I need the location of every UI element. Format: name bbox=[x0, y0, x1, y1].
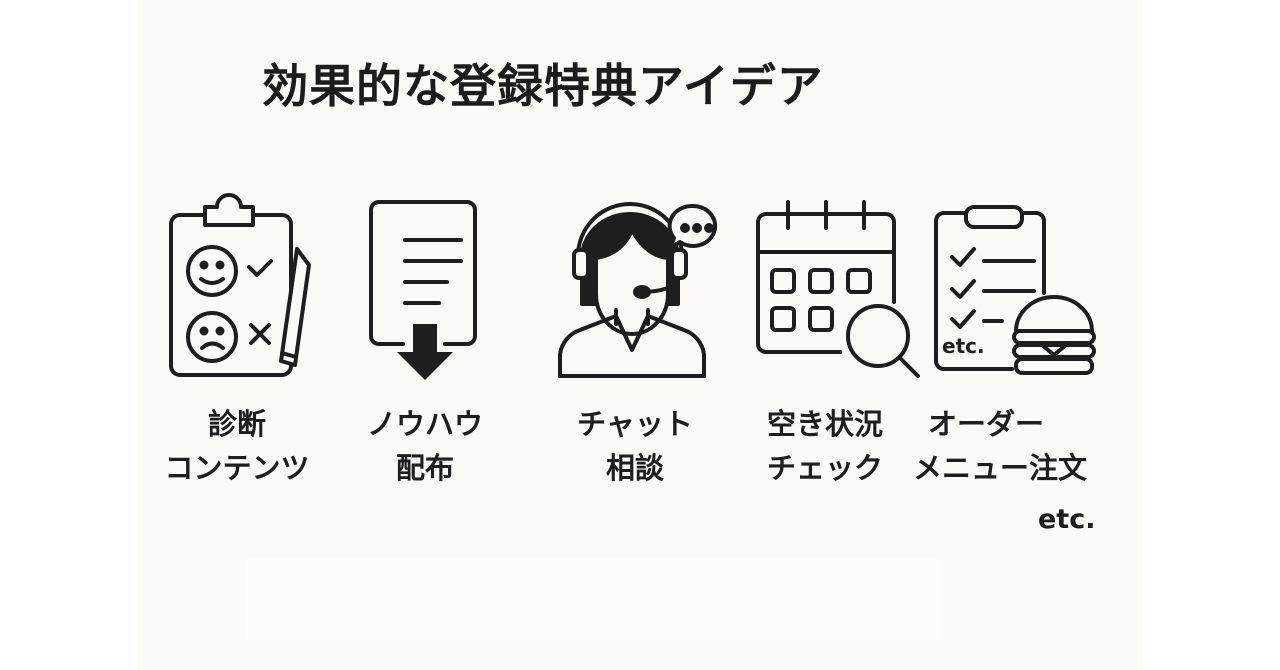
label-line1: 空き状況 bbox=[766, 407, 883, 441]
label-line2: メニュー注文 bbox=[912, 451, 1087, 485]
support-agent-chat-icon bbox=[552, 184, 732, 384]
label-line1: 診断 bbox=[207, 407, 266, 441]
etc-footnote: etc. bbox=[1038, 504, 1096, 535]
label-line1: オーダー bbox=[928, 407, 1045, 441]
label-line2: 配布 bbox=[395, 451, 454, 485]
document-download-icon bbox=[365, 196, 485, 386]
label-line1: チャット bbox=[577, 407, 693, 441]
order-checklist-burger-icon: etc. bbox=[932, 203, 1102, 383]
label-line1: ノウハウ bbox=[366, 407, 483, 441]
icon-etc-text: etc. bbox=[942, 334, 985, 358]
label-line2: チェック bbox=[766, 451, 883, 485]
faint-background-box bbox=[245, 558, 940, 640]
page-title: 効果的な登録特典アイデア bbox=[262, 59, 824, 113]
label-line2: 相談 bbox=[605, 451, 664, 485]
item-label-chat: チャット 相談 bbox=[560, 402, 710, 490]
calendar-search-icon bbox=[752, 198, 927, 383]
item-label-knowhow: ノウハウ 配布 bbox=[350, 402, 500, 490]
label-line2: コンテンツ bbox=[164, 451, 310, 485]
item-label-availability: 空き状況 チェック bbox=[750, 402, 900, 490]
item-label-order: オーダー メニュー注文 bbox=[910, 402, 1090, 490]
item-label-diagnosis: 診断 コンテンツ bbox=[152, 402, 322, 490]
survey-clipboard-icon bbox=[165, 193, 325, 383]
